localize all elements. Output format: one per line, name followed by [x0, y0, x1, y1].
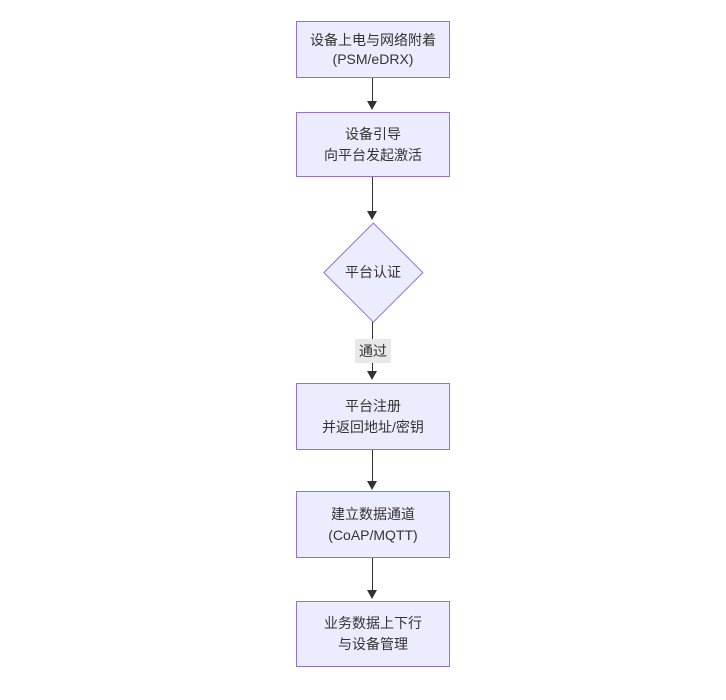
- node-text-line: (PSM/eDRX): [332, 50, 414, 67]
- node-text-line: 设备上电与网络附着: [310, 31, 436, 48]
- node-device-bootstrap: 设备引导 向平台发起激活: [296, 112, 450, 177]
- node-text-line: (CoAP/MQTT): [328, 526, 418, 543]
- edge-arrow-line: [372, 78, 373, 103]
- arrowhead-icon: [367, 590, 377, 599]
- edge-arrow-line: [372, 558, 373, 591]
- node-platform-register: 平台注册 并返回地址/密钥: [296, 383, 450, 450]
- arrowhead-icon: [367, 211, 377, 220]
- edge-arrow-line: [372, 450, 373, 482]
- node-text-line: 平台注册: [345, 397, 401, 414]
- node-power-on-network-attach: 设备上电与网络附着 (PSM/eDRX): [296, 21, 450, 78]
- arrowhead-icon: [367, 481, 377, 490]
- node-text-line: 业务数据上下行: [324, 615, 422, 631]
- node-text-line: 并返回地址/密钥: [322, 418, 424, 435]
- node-text-line: 建立数据通道: [331, 505, 415, 522]
- edge-label-pass: 通过: [355, 339, 391, 363]
- node-text-line: 向平台发起激活: [324, 146, 422, 163]
- edge-arrow-line: [372, 177, 373, 212]
- node-text-line: 与设备管理: [338, 636, 408, 652]
- decision-platform-auth-label: 平台认证: [345, 264, 401, 280]
- arrowhead-icon: [367, 101, 377, 110]
- node-business-data-device-mgmt: 业务数据上下行 与设备管理: [296, 601, 450, 667]
- node-data-channel: 建立数据通道 (CoAP/MQTT): [296, 491, 450, 558]
- node-text-line: 设备引导: [345, 125, 401, 142]
- arrowhead-icon: [367, 371, 377, 380]
